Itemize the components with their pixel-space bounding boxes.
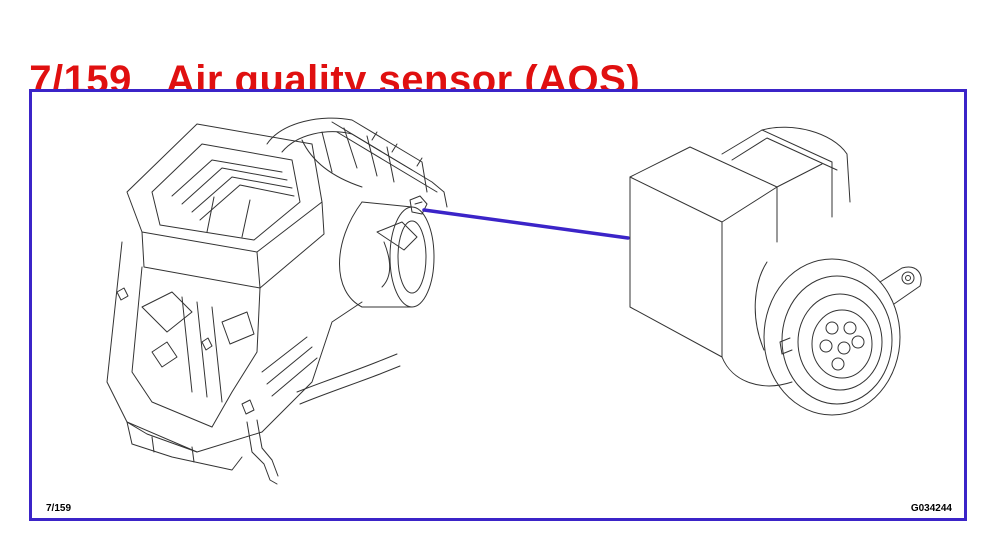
sensor-illustration — [629, 126, 922, 416]
figure-ref-label: 7/159 — [46, 503, 72, 514]
diagram-canvas — [106, 117, 922, 485]
figure-code-label: G034244 — [910, 503, 952, 514]
pointer-line — [422, 208, 630, 240]
diagram-frame: 7/159 G034244 — [29, 89, 967, 521]
hvac-unit-illustration — [106, 117, 448, 485]
